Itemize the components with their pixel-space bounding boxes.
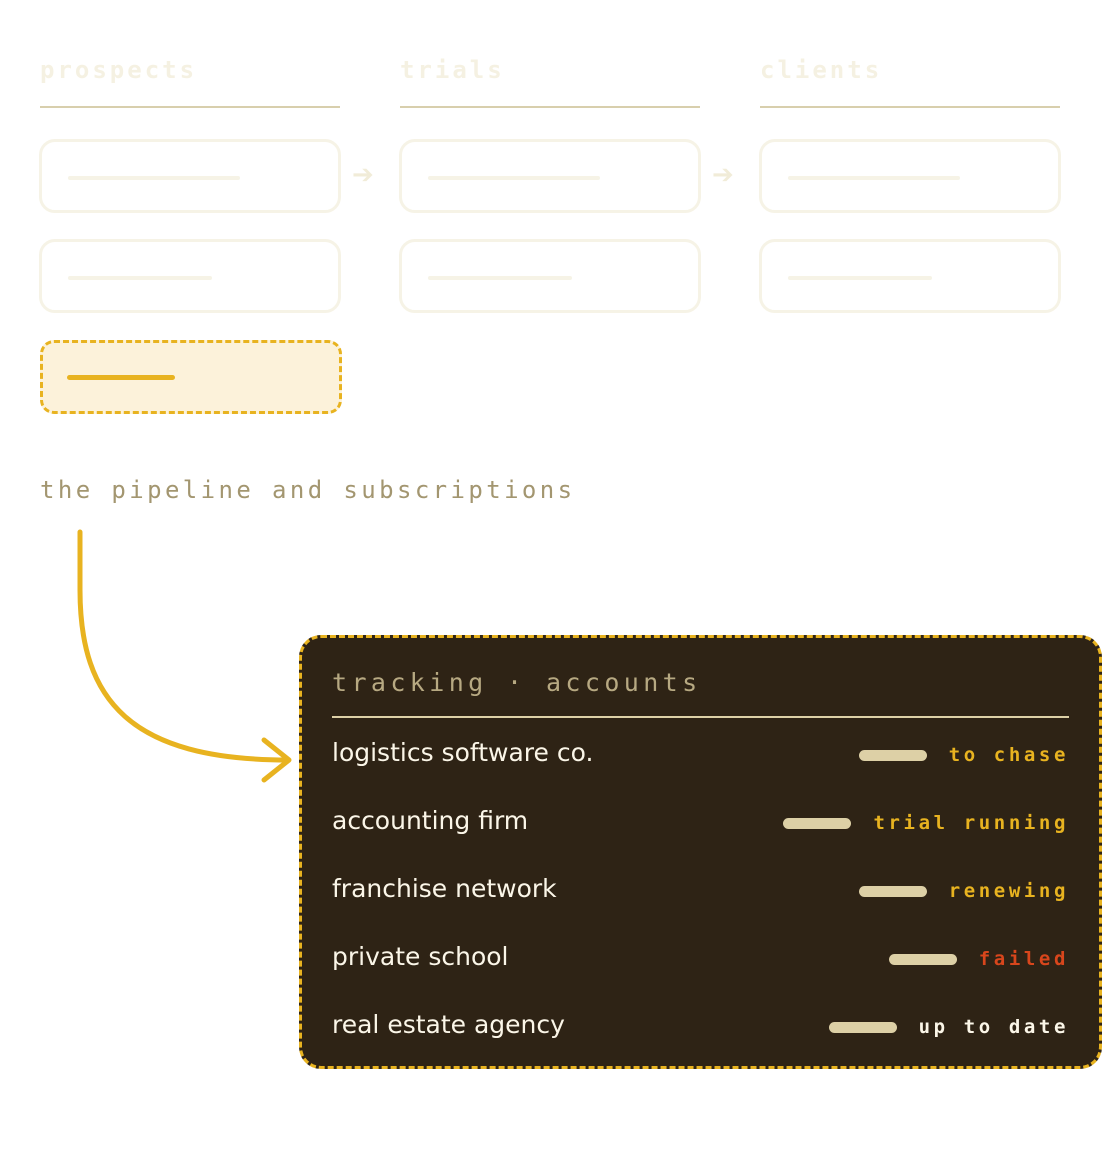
account-name: private school [332, 942, 509, 971]
pipeline-card [39, 139, 341, 213]
status-label: failed [978, 948, 1069, 970]
account-status-group: renewing [858, 880, 1069, 902]
status-bar [828, 1021, 897, 1033]
divider [332, 716, 1069, 718]
card-placeholder-line [67, 375, 175, 380]
status-label: up to date [918, 1016, 1069, 1038]
card-placeholder-line [428, 276, 572, 280]
card-placeholder-line [428, 176, 600, 180]
pipeline-card [39, 239, 341, 313]
account-row: logistics software co. to chase [332, 738, 1069, 778]
column-header-prospects: prospects [40, 56, 340, 108]
status-bar [858, 885, 927, 897]
card-placeholder-line [788, 176, 960, 180]
account-row: private school failed [332, 942, 1069, 982]
account-name: franchise network [332, 874, 557, 903]
arrow-right-icon: ➔ [352, 160, 374, 190]
diagram-caption: the pipeline and subscriptions [40, 476, 576, 504]
column-header-trials: trials [400, 56, 700, 108]
status-label: renewing [948, 880, 1069, 902]
status-bar [888, 953, 957, 965]
account-status-group: to chase [858, 744, 1069, 766]
account-row: accounting firm trial running [332, 806, 1069, 846]
card-placeholder-line [68, 176, 240, 180]
pipeline-card [759, 239, 1061, 313]
column-header-clients: clients [760, 56, 1060, 108]
account-status-group: failed [888, 948, 1069, 970]
tracking-accounts-panel: tracking · accounts logistics software c… [299, 635, 1102, 1069]
card-placeholder-line [788, 276, 932, 280]
highlighted-pipeline-card [40, 340, 342, 414]
arrow-right-icon: ➔ [712, 160, 734, 190]
status-bar [783, 817, 852, 829]
status-label: trial running [873, 812, 1069, 834]
account-row: real estate agency up to date [332, 1010, 1069, 1050]
account-name: logistics software co. [332, 738, 594, 767]
pipeline-card [759, 139, 1061, 213]
status-bar [858, 749, 927, 761]
account-row: franchise network renewing [332, 874, 1069, 914]
pipeline-card [399, 239, 701, 313]
account-status-group: up to date [828, 1016, 1069, 1038]
account-name: real estate agency [332, 1010, 565, 1039]
card-placeholder-line [68, 276, 212, 280]
pipeline-card [399, 139, 701, 213]
panel-title: tracking · accounts [332, 668, 702, 697]
account-status-group: trial running [783, 812, 1069, 834]
status-label: to chase [948, 744, 1069, 766]
account-name: accounting firm [332, 806, 529, 835]
